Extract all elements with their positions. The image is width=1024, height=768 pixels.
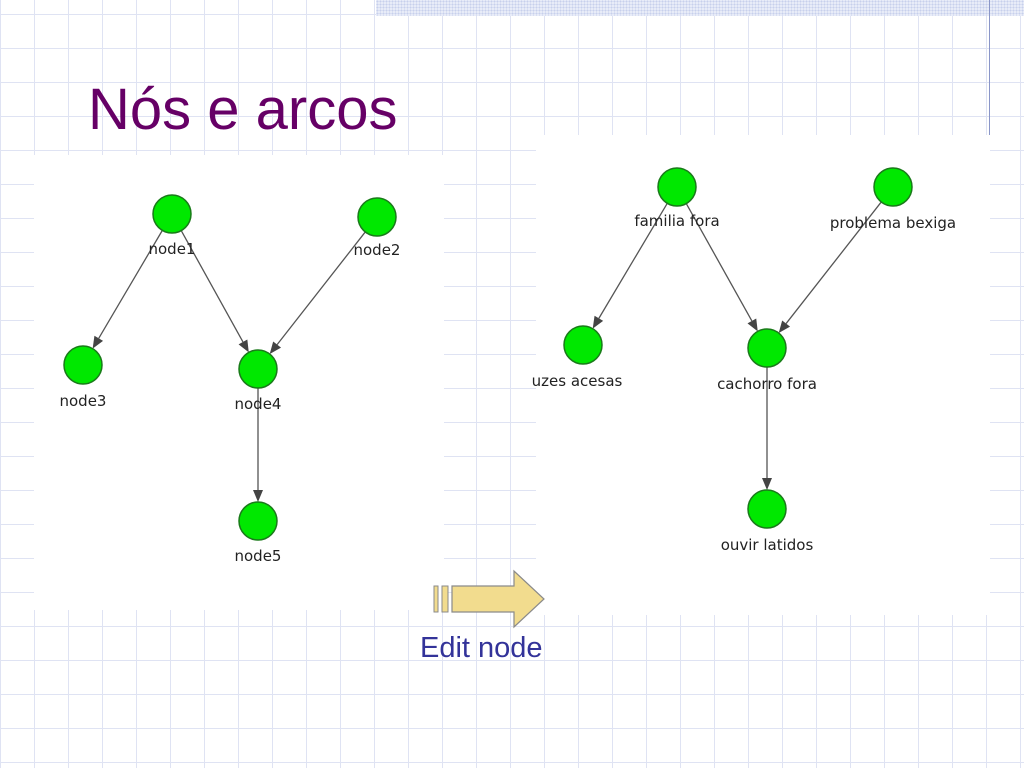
arrowhead-icon (778, 320, 791, 334)
slide-title: Nós e arcos (88, 77, 398, 142)
edge-m1-m4 (685, 203, 758, 332)
node-label-m1: familia fora (634, 212, 719, 230)
diagram-before-panel: node1 node2 node3 node4 node5 (34, 155, 444, 610)
edge-m1-m3 (592, 202, 668, 329)
node-circle-n2[interactable] (357, 197, 397, 237)
arrowhead-icon (747, 318, 758, 332)
edit-node-caption[interactable]: Edit node (420, 632, 543, 664)
diagram-after: familia fora problema bexiga uzes acesas ca… (532, 167, 956, 554)
diagram-before: node1 node2 node3 node4 node5 (60, 194, 401, 565)
edit-node-arrow-icon (433, 569, 545, 629)
node-circle-n5[interactable] (238, 501, 278, 541)
node-label-m3: uzes acesas (532, 372, 623, 390)
edge-n4-n5 (253, 388, 263, 502)
node-label-n1: node1 (149, 240, 196, 258)
node-circle-m1[interactable] (657, 167, 697, 207)
node-label-n3: node3 (60, 392, 107, 410)
arrowhead-icon (592, 315, 604, 329)
top-decoration-band (376, 0, 1024, 16)
edge-n1-n4 (180, 230, 249, 353)
node-label-m5: ouvir latidos (721, 536, 814, 554)
edge-m2-m4 (778, 201, 882, 334)
node-circle-n3[interactable] (63, 345, 103, 385)
node-circle-m5[interactable] (747, 489, 787, 529)
node-label-n2: node2 (354, 241, 401, 259)
arrowhead-icon (92, 335, 104, 349)
arrowhead-icon (238, 339, 249, 353)
diagram-after-panel: familia fora problema bexiga uzes acesas ca… (532, 135, 990, 615)
arrowhead-icon (269, 341, 282, 355)
node-circle-m2[interactable] (873, 167, 913, 207)
node-label-n5: node5 (235, 547, 282, 565)
node-label-m2: problema bexiga (830, 214, 956, 232)
node-circle-n1[interactable] (152, 194, 192, 234)
node-circle-m3[interactable] (563, 325, 603, 365)
node-circle-m4[interactable] (747, 328, 787, 368)
right-decoration-rule (989, 0, 990, 136)
arrowhead-icon (762, 478, 772, 490)
edge-n1-n3 (92, 230, 163, 349)
node-label-m4: cachorro fora (717, 375, 817, 393)
edge-n2-n4 (269, 231, 366, 355)
node-label-n4: node4 (235, 395, 282, 413)
node-circle-n4[interactable] (238, 349, 278, 389)
arrowhead-icon (253, 490, 263, 502)
edge-m4-m5 (762, 367, 772, 490)
